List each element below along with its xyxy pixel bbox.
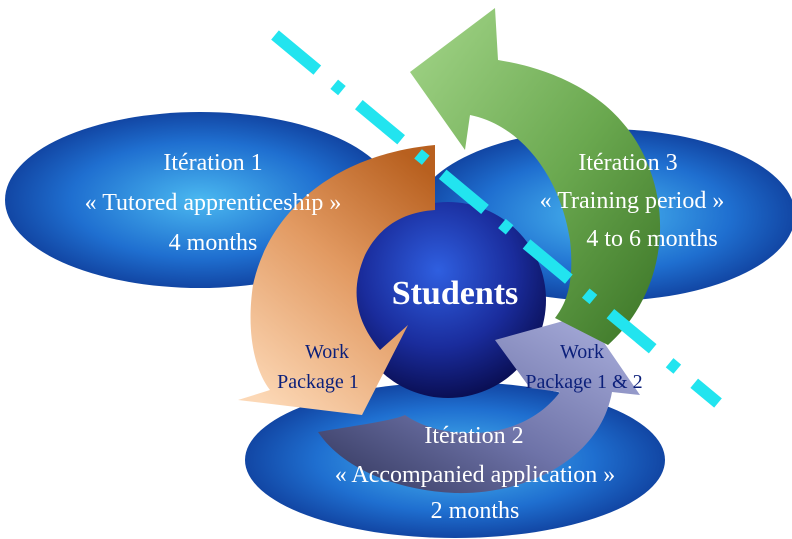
work-package-1-line1: Work [305, 341, 349, 363]
work-package-2-line2: Package 1 & 2 [525, 371, 642, 393]
iteration-3-duration: 4 to 6 months [586, 226, 717, 252]
iteration-2-duration: 2 months [431, 498, 520, 524]
iteration-1-name: « Tutored apprenticeship » [85, 190, 342, 216]
students-sphere [350, 202, 546, 398]
dashed-divider-line [271, 30, 722, 408]
iteration-1-title: Itération 1 [163, 150, 262, 176]
students-label: Students [392, 275, 519, 312]
work-package-2-arrow [318, 315, 640, 494]
iteration-3-title: Itération 3 [578, 150, 677, 176]
iteration-2-title: Itération 2 [424, 423, 523, 449]
work-package-1-line2: Package 1 [277, 371, 359, 393]
iteration-3-arrow [410, 8, 661, 345]
iteration-3-name: « Training period » [540, 188, 725, 214]
iteration-1-duration: 4 months [169, 230, 258, 256]
work-package-2-line1: Work [560, 341, 604, 363]
iteration-2-name: « Accompanied application » [335, 462, 616, 488]
work-package-1-arrow [238, 145, 435, 415]
